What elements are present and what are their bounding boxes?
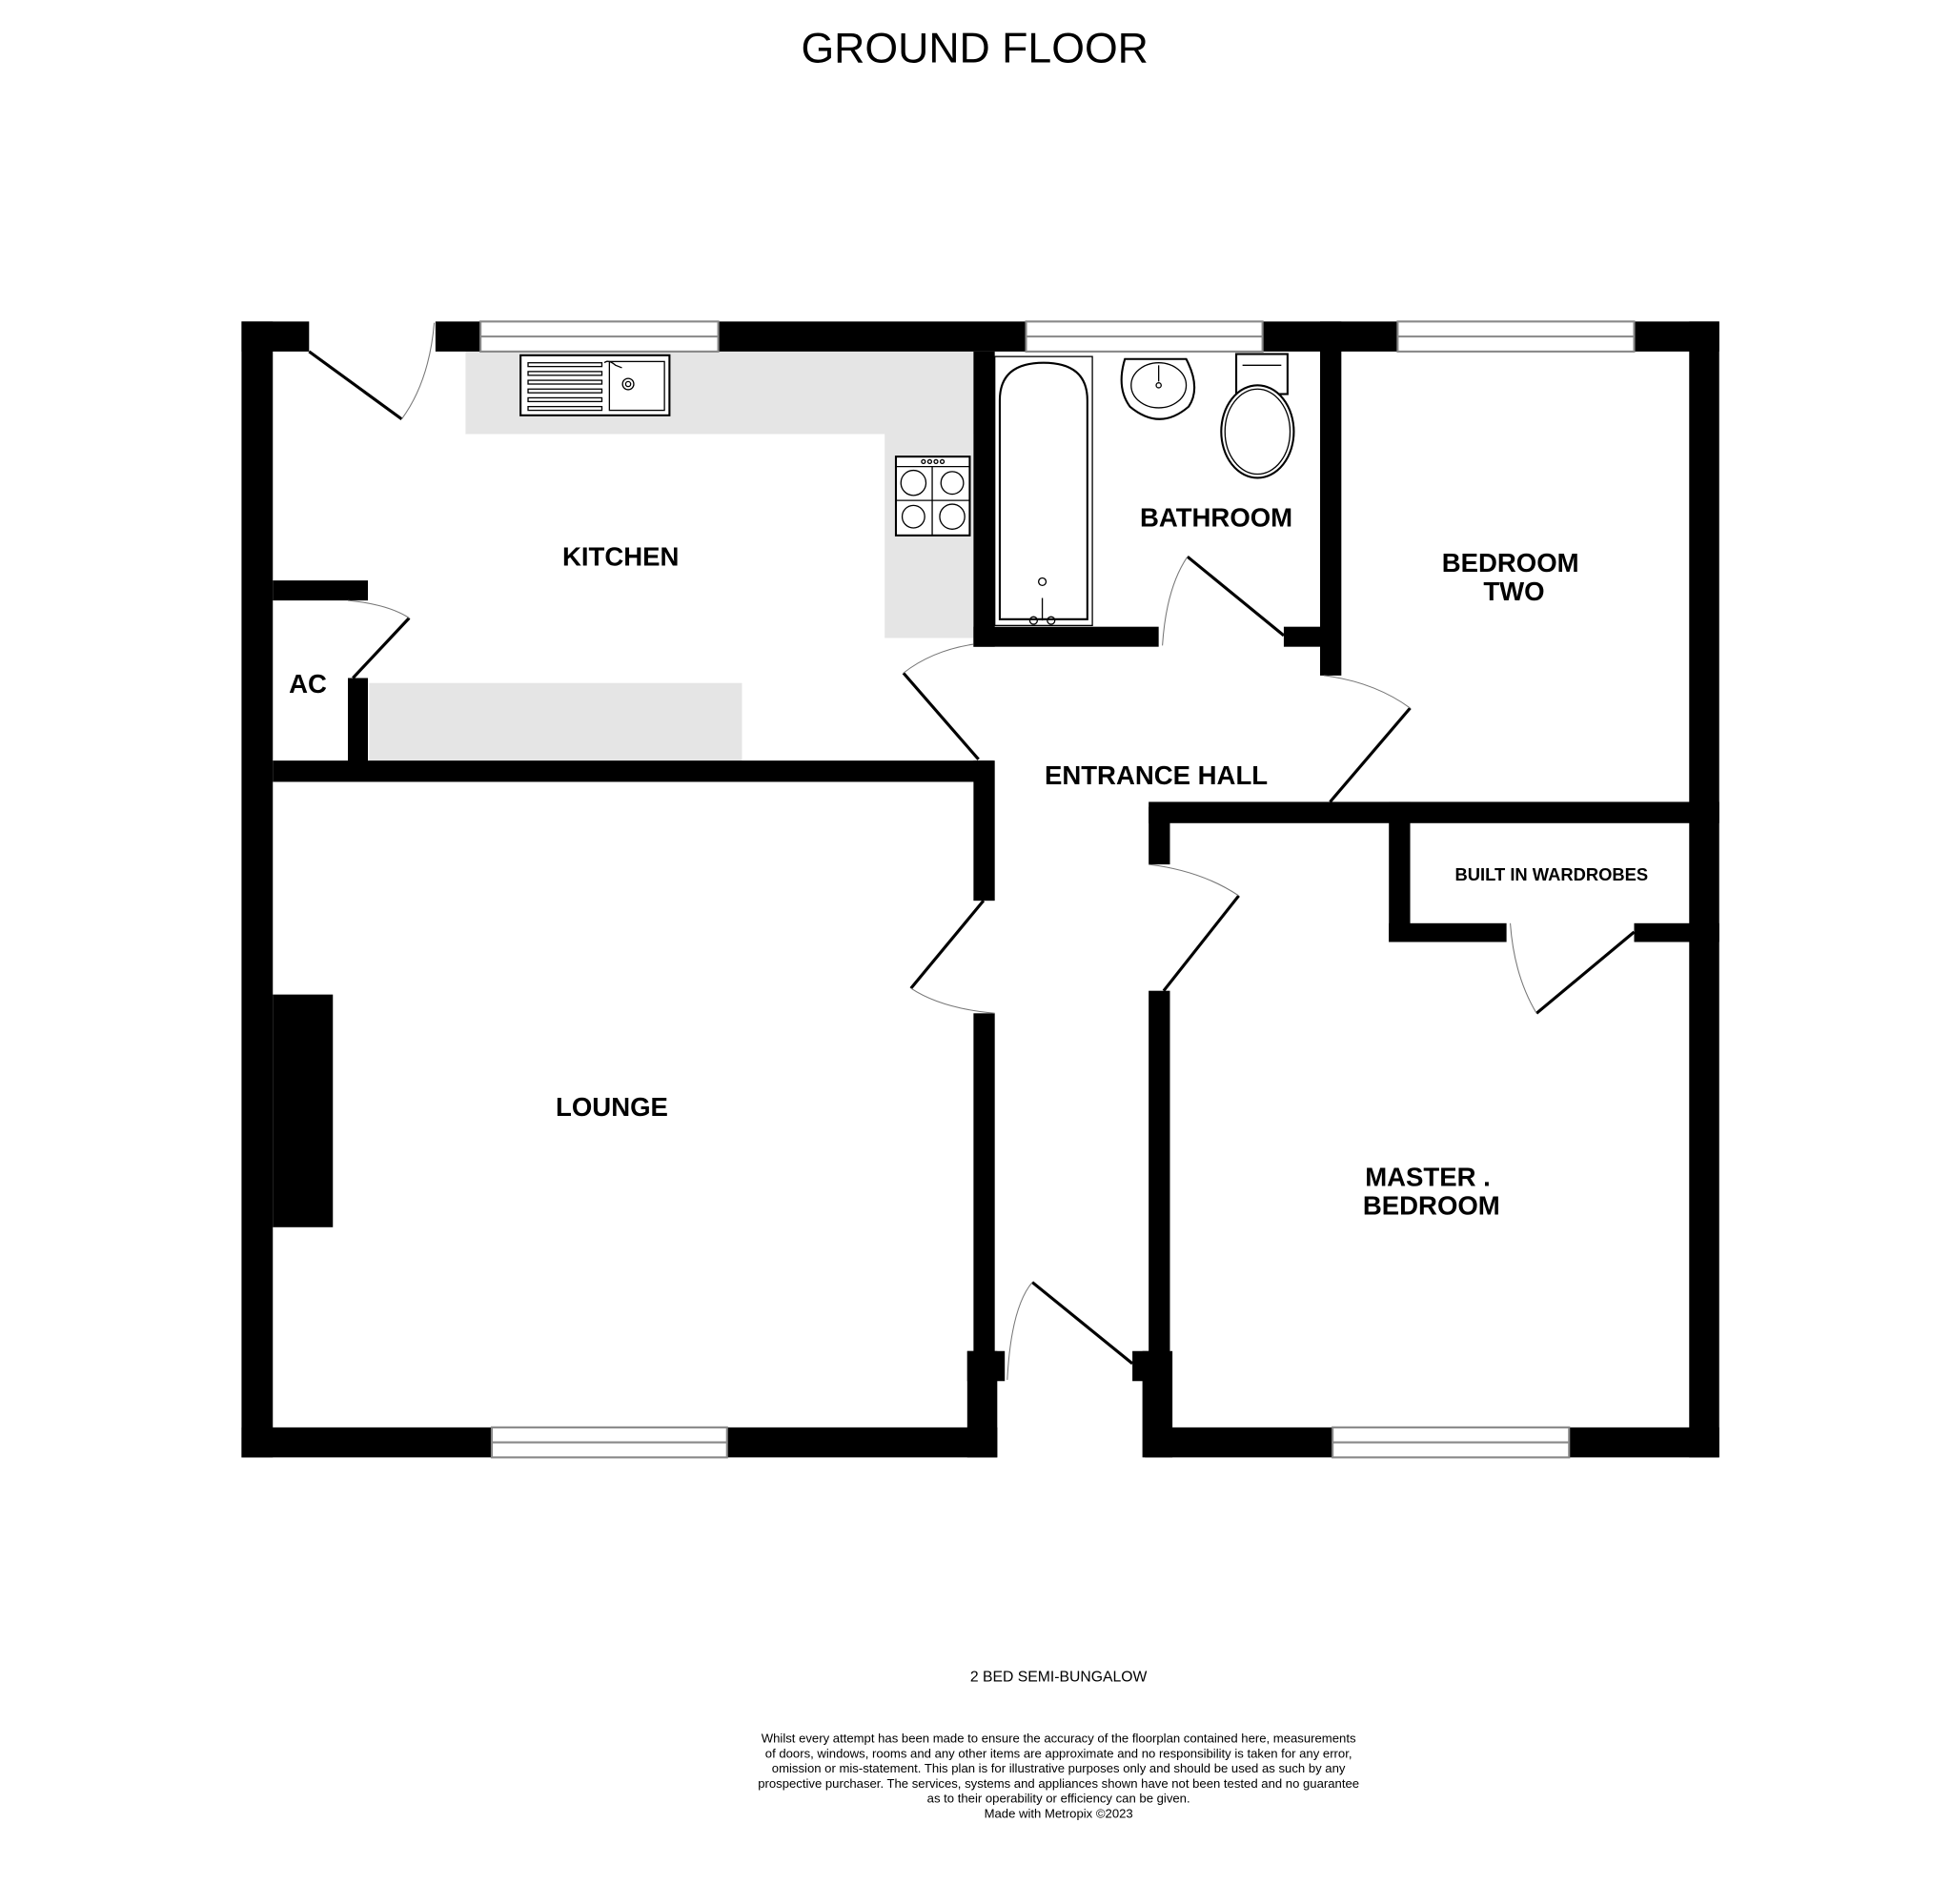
fireplace-icon [273, 994, 334, 1227]
hob-icon [894, 456, 971, 537]
window-icon [490, 1426, 728, 1459]
svg-text:prospective purchaser. The ser: prospective purchaser. The services, sys… [758, 1776, 1359, 1791]
sink-icon [519, 354, 671, 416]
room-label-bathroom: BATHROOM [1140, 503, 1292, 533]
door-icon[interactable] [347, 599, 411, 679]
front-door-icon[interactable] [1006, 1281, 1134, 1380]
room-label-bedroom-two: BEDROOM TWO [1442, 548, 1587, 606]
walls [241, 321, 1719, 1458]
window-icon [1332, 1426, 1571, 1459]
disclaimer: Whilst every attempt has been made to en… [758, 1732, 1359, 1821]
property-type: 2 BED SEMI-BUNGALOW [970, 1669, 1148, 1685]
svg-text:as to their operability or eff: as to their operability or efficiency ca… [927, 1792, 1190, 1806]
room-label-master-bedroom: MASTER . BEDROOM [1363, 1162, 1500, 1220]
room-label-entrance-hall: ENTRANCE HALL [1045, 760, 1268, 790]
basin-icon [1120, 357, 1196, 420]
door-icon[interactable] [1149, 863, 1240, 992]
toilet-icon [1220, 353, 1295, 479]
room-label-kitchen: KITCHEN [562, 541, 679, 571]
page-title: GROUND FLOOR [801, 26, 1148, 72]
window-icon [1396, 320, 1636, 353]
door-icon[interactable] [902, 643, 980, 760]
room-label-ac: AC [289, 669, 327, 699]
door-icon[interactable] [1510, 922, 1636, 1015]
door-icon[interactable] [1323, 675, 1412, 803]
window-icon [479, 320, 720, 353]
room-label-lounge: LOUNGE [556, 1092, 668, 1122]
door-icon[interactable] [1162, 555, 1285, 646]
svg-text:omission or mis-statement. Thi: omission or mis-statement. This plan is … [772, 1761, 1346, 1775]
svg-text:of doors, windows, rooms and a: of doors, windows, rooms and any other i… [765, 1746, 1352, 1760]
bath-icon [994, 355, 1093, 627]
window-icon [1025, 320, 1264, 353]
door-icon[interactable] [909, 900, 995, 1014]
svg-text:Whilst every attempt has been: Whilst every attempt has been made to en… [762, 1732, 1356, 1746]
door-icon[interactable] [308, 322, 436, 421]
credit: Made with Metropix ©2023 [985, 1806, 1133, 1820]
room-label-built-in-wardrobes: BUILT IN WARDROBES [1455, 864, 1649, 884]
